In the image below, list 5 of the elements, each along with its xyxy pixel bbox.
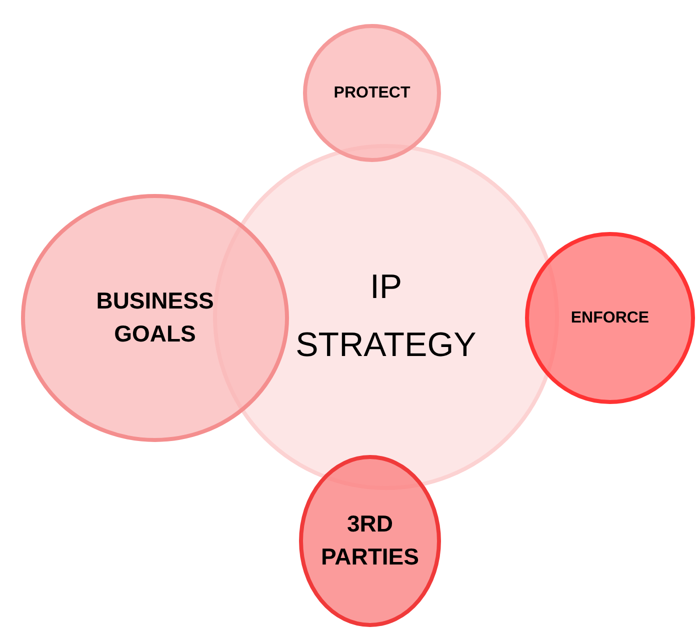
circle-label: ENFORCE [570, 308, 650, 328]
circle-label: 3RD PARTIES [320, 510, 420, 572]
circle-label: BUSINESS GOALS [95, 286, 215, 349]
circle-label: PROTECT [332, 83, 412, 103]
circle-label: IP STRATEGY [294, 267, 478, 366]
